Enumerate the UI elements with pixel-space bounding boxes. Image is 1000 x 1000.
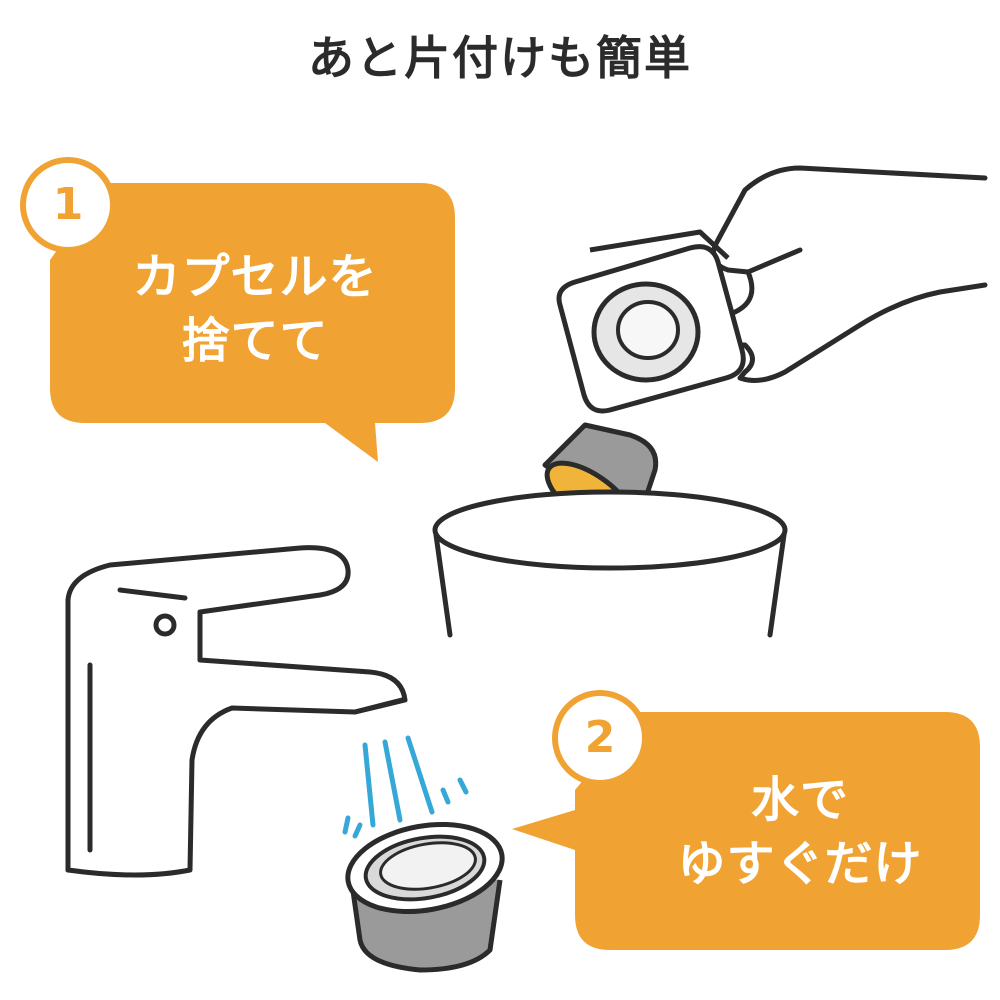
step-2-badge: [552, 690, 648, 786]
step-2-label: 水で ゆすぐだけ: [635, 768, 965, 896]
step-1-badge: [20, 157, 116, 253]
step-2-number: 2: [584, 712, 616, 763]
capsule-cup-icon: [345, 821, 505, 973]
step-1-line-2: 捨てて: [181, 313, 329, 369]
speech-bubble-step-1: [50, 183, 455, 462]
page-title: あと片付けも簡単: [308, 31, 692, 85]
trash-bin-icon: [432, 489, 788, 638]
faucet-icon: [65, 545, 408, 878]
step-2-line-2: ゆすぐだけ: [677, 836, 923, 892]
capsule-holder-icon: [556, 229, 746, 414]
step-1-label: カプセルを 捨てて: [95, 245, 415, 373]
step-1-line-1: カプセルを: [132, 249, 378, 305]
hand-icon: [703, 165, 988, 383]
step-2-line-1: 水で: [750, 772, 849, 828]
water-drops-icon: [342, 735, 469, 839]
step-1-number: 1: [52, 179, 84, 230]
